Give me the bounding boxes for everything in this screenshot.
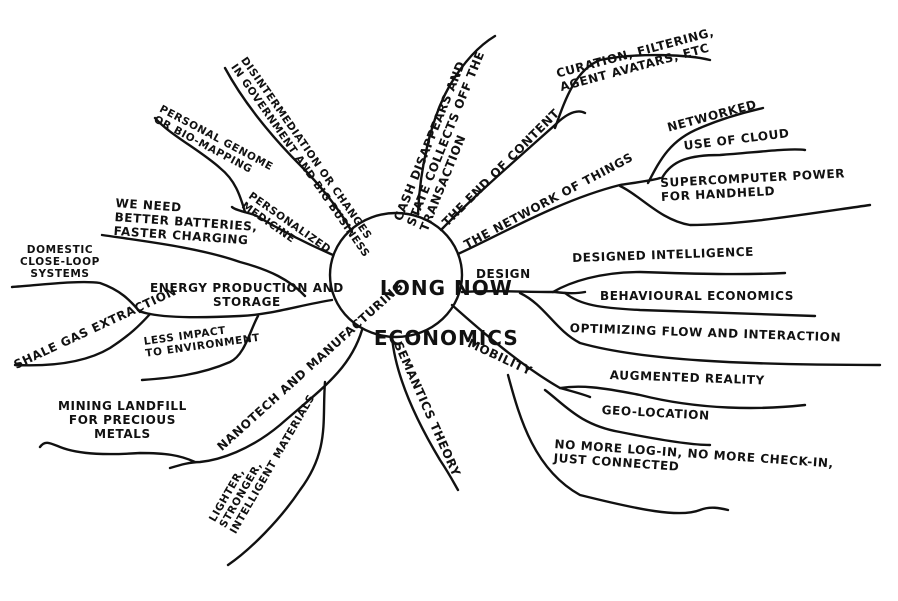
label-design: DESIGN <box>476 267 531 281</box>
center-node-outline <box>328 211 464 339</box>
branch-line-end-of-content <box>439 110 587 232</box>
branch-line-mining <box>38 441 197 464</box>
branch-line-optimizing <box>518 291 882 367</box>
branch-line-cash <box>416 34 497 215</box>
branch-line-medicine <box>230 205 335 257</box>
branch-line-behavioural <box>563 291 817 318</box>
branch-line-shale <box>13 312 152 367</box>
branch-line-no-more-login <box>506 373 730 515</box>
branch-line-geo-location <box>543 388 712 447</box>
branch-line-supercomputer <box>618 184 872 227</box>
center-node-label: LONG NOW ECONOMICS <box>342 251 519 376</box>
branch-line-genome <box>153 116 247 214</box>
center-line-2: ECONOMICS <box>373 326 519 350</box>
branch-line-domestic <box>10 280 142 314</box>
branch-line-energy <box>136 298 334 319</box>
label-domestic-loop: DOMESTIC CLOSE-LOOP SYSTEMS <box>20 244 100 281</box>
branch-line-batteries <box>100 233 307 298</box>
branch-line-disintermediation <box>223 66 354 234</box>
branch-line-use-of-cloud <box>660 148 807 180</box>
branch-line-semantics <box>390 335 460 492</box>
branch-line-designed-intelligence <box>551 270 787 294</box>
branch-line-nanotech <box>168 328 364 470</box>
branch-line-curation <box>553 53 712 130</box>
branch-line-less-impact <box>140 314 260 382</box>
center-line-1: LONG NOW <box>379 276 513 300</box>
label-mining-landfill: MINING LANDFILL FOR PRECIOUS METALS <box>58 399 187 441</box>
label-behavioural-economics: BEHAVIOURAL ECONOMICS <box>600 289 795 303</box>
branch-line-lighter <box>226 380 327 567</box>
label-energy: ENERGY PRODUCTION AND STORAGE <box>150 281 344 309</box>
branch-line-augmented <box>558 385 807 410</box>
branch-line-mobility <box>450 303 592 399</box>
branch-line-networked <box>646 106 765 185</box>
